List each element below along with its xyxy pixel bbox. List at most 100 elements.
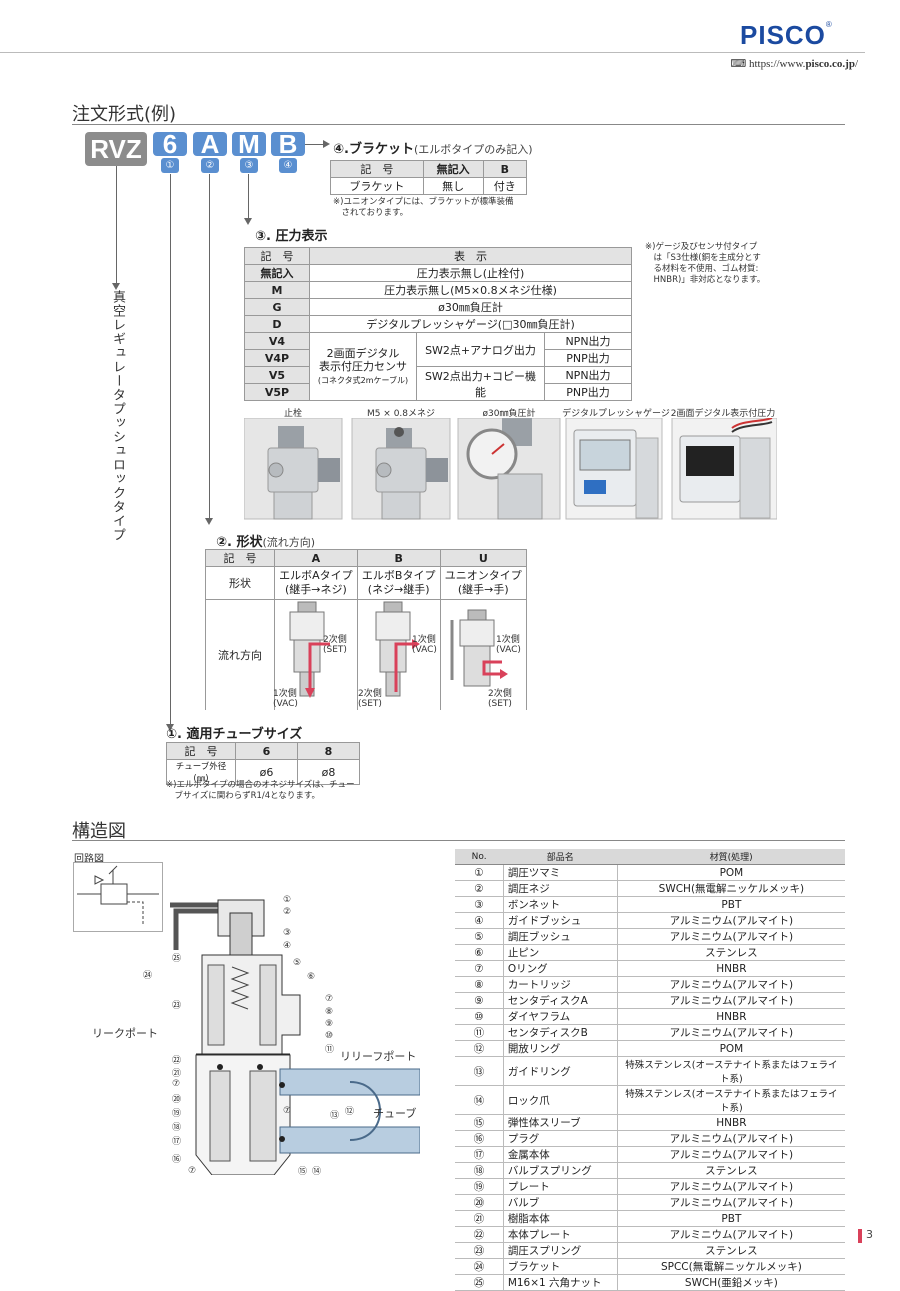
part-material: HNBR <box>617 1114 845 1131</box>
circuit-label: 回路図 <box>74 854 104 865</box>
part-no: ⑨ <box>455 992 504 1009</box>
website-link[interactable]: ⌨ https://www.pisco.co.jp/ <box>730 58 858 70</box>
part-no: ⑫ <box>455 1040 504 1057</box>
bracket-heading: ④.ブラケット(エルボタイプのみ記入) <box>333 142 533 157</box>
pressure-code: M <box>244 281 310 299</box>
flow-diagram-u <box>450 609 508 687</box>
pressure-heading: ③. 圧力表示 <box>255 229 328 244</box>
sensor-group-note: (コネクタ式2mケーブル) <box>317 375 409 385</box>
structure-section-divider <box>72 840 845 841</box>
part-name: センタディスクB <box>503 1024 618 1041</box>
order-section-title: 注文形式(例) <box>72 104 177 125</box>
callout: ⑪ <box>325 1045 335 1055</box>
bracket-header-b: B <box>482 160 528 178</box>
part-no: ⑤ <box>455 928 504 945</box>
page-number: 3 <box>866 1228 873 1241</box>
series-connector <box>116 166 117 286</box>
part-name: バルブ <box>503 1194 618 1211</box>
part-name: ブラケット <box>503 1258 618 1275</box>
part-name: 調圧ネジ <box>503 880 618 897</box>
pressure-code: V5P <box>244 383 310 401</box>
shape-header-u: U <box>439 549 528 567</box>
part-no: ⑮ <box>455 1114 504 1131</box>
sensor-output: NPN出力 <box>544 366 632 384</box>
tube-size-8: ø8 <box>297 759 360 785</box>
pressure-code: D <box>244 315 310 333</box>
shape-type-u: ユニオンタイプ (継手→手) <box>439 566 528 600</box>
part-material: ステンレス <box>617 944 845 961</box>
tube-note: ※)エルボタイプの場合のオネジサイズは、チュー ブサイズに関わらずR1/4となり… <box>166 780 355 801</box>
pressure-desc: デジタルプレッシャゲージ(□30㎜負圧計) <box>309 315 632 333</box>
pressure-desc: ø30㎜負圧計 <box>309 298 632 316</box>
part-no: ⑦ <box>455 960 504 977</box>
part-name: 止ピン <box>503 944 618 961</box>
code-number-3: ③ <box>240 158 258 173</box>
digital-gauge-photo <box>565 418 663 520</box>
arrow-down-icon <box>112 283 120 290</box>
sensor-output: PNP出力 <box>544 349 632 367</box>
photo-label: M5 × 0.8メネジ <box>366 409 436 419</box>
part-name: 樹脂本体 <box>503 1210 618 1227</box>
part-name: ガイドブッシュ <box>503 912 618 929</box>
sensor-output: NPN出力 <box>544 332 632 350</box>
callout: ⑲ <box>172 1109 182 1119</box>
bracket-row-label: ブラケット <box>330 177 424 195</box>
flow-u-bottom-label: 2次側 (SET) <box>488 689 512 709</box>
part-no: ㉔ <box>455 1258 504 1275</box>
code-series: RVZ <box>85 132 147 166</box>
part-no: ⑪ <box>455 1024 504 1041</box>
part-material: 特殊ステンレス(オーステナイト系またはフェライト系) <box>617 1056 845 1086</box>
arrow-down-icon <box>205 518 213 525</box>
part-name: 開放リング <box>503 1040 618 1057</box>
pressure-code: V4 <box>244 332 310 350</box>
flow-diagrams <box>289 601 508 698</box>
part-material: SWCH(亜鉛メッキ) <box>617 1274 845 1291</box>
callout: ㉔ <box>143 971 153 981</box>
m5-female-photo <box>351 418 451 520</box>
code-bracket: B <box>271 131 305 157</box>
sensor-output: PNP出力 <box>544 383 632 401</box>
callout: ① <box>283 895 292 905</box>
part-no: ⑭ <box>455 1085 504 1115</box>
arrow-right-icon <box>323 140 330 148</box>
part-material: POM <box>617 864 845 881</box>
part-no: ㉕ <box>455 1274 504 1291</box>
callout: ㉒ <box>172 1056 182 1066</box>
shape-header-a: A <box>274 549 358 567</box>
part-no: ⑩ <box>455 1008 504 1025</box>
parts-header-material: 材質(処理) <box>617 849 845 865</box>
leak-port-label: リークポート <box>92 1027 158 1040</box>
bracket-header-symbol: 記 号 <box>330 160 424 178</box>
header-divider <box>0 52 865 53</box>
part-material: アルミニウム(アルマイト) <box>617 1146 845 1163</box>
callout: ⑱ <box>172 1123 182 1133</box>
bracket-header-blank: 無記入 <box>422 160 484 178</box>
flow-row-label: 流れ方向 <box>205 599 275 710</box>
part-material: アルミニウム(アルマイト) <box>617 912 845 929</box>
flow-b-top-label: 1次側 (VAC) <box>412 635 437 655</box>
part-name: 調圧ツマミ <box>503 864 618 881</box>
part-no: ③ <box>455 896 504 913</box>
callout: ⑨ <box>325 1019 334 1029</box>
photo-label: ø30㎜負圧計 <box>482 409 536 419</box>
flow-diagram-b <box>375 601 420 697</box>
callout: ⑧ <box>325 1007 334 1017</box>
pressure-code: V4P <box>244 349 310 367</box>
part-material: アルミニウム(アルマイト) <box>617 1194 845 1211</box>
tube-row-label: チューブ外径(㎜) <box>166 759 236 785</box>
part-name: 本体プレート <box>503 1226 618 1243</box>
callout: ⑦ <box>283 1106 292 1116</box>
tube-header-8: 8 <box>297 742 360 760</box>
shape-type-b: エルボBタイプ (ネジ→継手) <box>356 566 441 600</box>
